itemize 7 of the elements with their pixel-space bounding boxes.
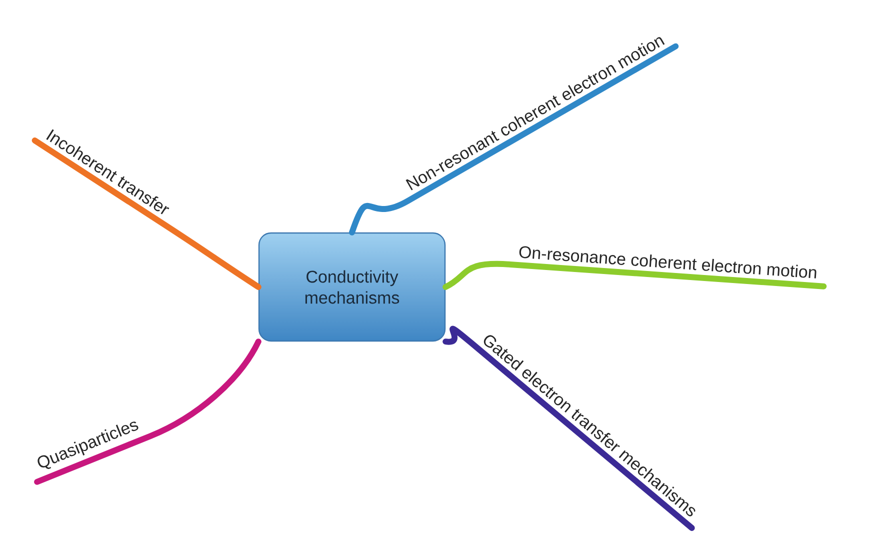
branch-curve: [32, 137, 262, 290]
branch-curve: [349, 43, 679, 236]
branch-curve: [442, 260, 827, 290]
branch-label: On-resonance coherent electron motion: [519, 246, 816, 278]
branch-curve: [34, 338, 262, 485]
branch-curve: [442, 326, 695, 531]
topic-box: Conductivity mechanisms: [258, 232, 446, 342]
